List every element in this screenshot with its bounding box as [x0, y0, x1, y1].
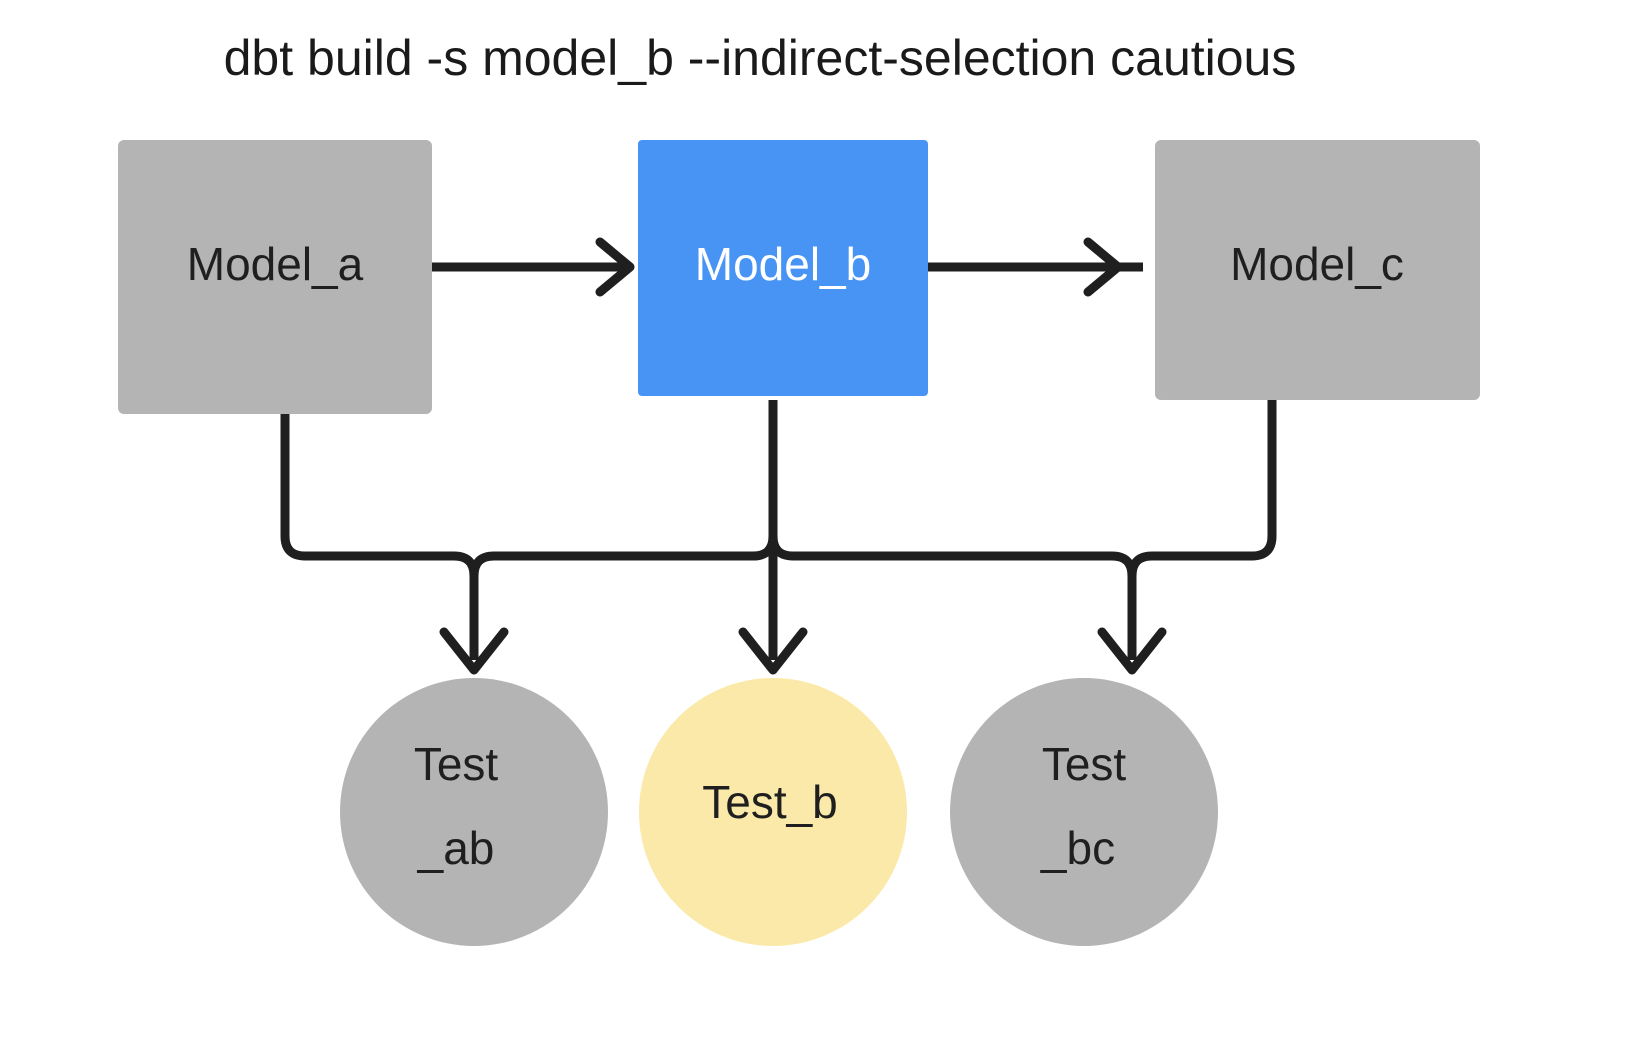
test-ab-label-line1: Test	[414, 738, 499, 790]
model-node-model_a[interactable]: Model_a	[118, 140, 432, 414]
model-c-label: Model_c	[1230, 238, 1404, 290]
test-ab-label-line2: _ab	[417, 822, 495, 874]
test-node-test_b[interactable]: Test_b	[639, 678, 907, 946]
model-a-label: Model_a	[187, 238, 364, 290]
model-c-box[interactable]	[1155, 140, 1480, 400]
edge-model-a-to-test-ab	[280, 400, 509, 675]
model-b-label: Model_b	[695, 238, 871, 290]
edge-model-b-to-test-b	[738, 400, 808, 675]
model-a-box[interactable]	[118, 140, 432, 414]
test-bc-label-line2: _bc	[1040, 822, 1115, 874]
test-node-test_ab[interactable]: Test _ab	[340, 678, 608, 946]
model-node-model_b[interactable]: Model_b	[638, 140, 928, 396]
test-node-test_bc[interactable]: Test _bc	[950, 678, 1218, 946]
edge-model-b-to-test-ab	[469, 400, 778, 577]
edge-model-b-to-test-bc	[768, 535, 1167, 675]
test-b-label-line1: Test_b	[702, 776, 838, 828]
edge-layer	[280, 237, 1277, 675]
edge-model-b-to-model-c	[928, 237, 1143, 297]
test-b-circle[interactable]	[639, 678, 907, 946]
test-bc-circle[interactable]	[950, 678, 1218, 946]
page-title: dbt build -s model_b --indirect-selectio…	[224, 30, 1297, 86]
model-node-model_c[interactable]: Model_c	[1155, 140, 1480, 400]
test-ab-circle[interactable]	[340, 678, 608, 946]
edge-model-a-to-model-b	[432, 237, 635, 297]
edge-model-c-to-test-bc	[1127, 400, 1277, 577]
test-bc-label-line1: Test	[1042, 738, 1127, 790]
model-b-box[interactable]	[638, 140, 928, 396]
